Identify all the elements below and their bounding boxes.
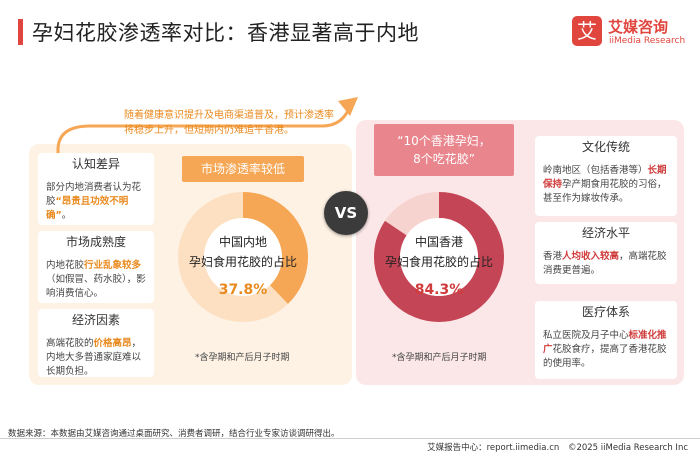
mainland-tag: 市场渗透率较低 xyxy=(182,156,304,182)
vs-badge: VS xyxy=(324,191,368,235)
title-accent-bar xyxy=(18,19,23,45)
factor-card-healthcare: 医疗体系 私立医院及月子中心标准化推广花胶食疗，提高了香港花胶的使用率。 xyxy=(535,301,677,379)
factor-card-economic-level: 经济水平 香港人均收入较高，高端花胶消费更普遍。 xyxy=(535,222,677,284)
factor-text: 香港人均收入较高，高端花胶消费更普遍。 xyxy=(543,251,667,276)
factor-card-culture: 文化传统 岭南地区（包括香港等）长期保持孕产期食用花胶的习俗，甚至作为嫁妆传承。 xyxy=(535,136,677,216)
factor-heading: 市场成熟度 xyxy=(65,235,126,249)
footer-copyright: ©2025 iiMedia Research Inc xyxy=(567,443,688,453)
mainland-footnote: *含孕期和产后月子时期 xyxy=(195,353,290,363)
trend-note: 随着健康意识提升及电商渠道普及，预计渗透率将稳步上升，但短期内仍难追平香港。 xyxy=(124,110,334,136)
hongkong-chart-label: 中国香港 孕妇食用花胶的占比 84.3% xyxy=(372,232,506,300)
factor-text: 内地花胶行业乱象较多（如假冒、药水胶），影响消费信心。 xyxy=(46,260,146,299)
factor-heading: 经济因素 xyxy=(71,313,120,327)
page-title: 孕妇花胶渗透率对比：香港显著高于内地 xyxy=(32,21,419,45)
data-source: 数据来源：本数据由艾媒咨询通过桌面研究、消费者调研，结合行业专家访谈调研得出。 xyxy=(8,429,340,439)
logo-name-cn: 艾媒咨询 xyxy=(608,18,669,36)
logo-name-en: iiMedia Research xyxy=(609,36,686,46)
factor-card-market-maturity: 市场成熟度 内地花胶行业乱象较多（如假冒、药水胶），影响消费信心。 xyxy=(38,231,154,303)
footer: 艾媒报告中心：report.iimedia.cn ©2025 iiMedia R… xyxy=(421,441,688,453)
brand-logo: 艾 艾媒咨询 iiMedia Research xyxy=(572,14,692,52)
factor-card-economy: 经济因素 高端花胶的价格高昂，内地大多普通家庭难以长期负担。 xyxy=(38,309,154,377)
footer-divider xyxy=(0,438,700,439)
mainland-donut-arc xyxy=(178,192,308,322)
factor-heading: 文化传统 xyxy=(581,140,630,154)
factor-heading: 医疗体系 xyxy=(581,305,630,319)
hongkong-percent: 84.3% xyxy=(414,282,464,298)
factor-text: 部分内地消费者认为花胶“昂贵且功效不明确”。 xyxy=(46,182,142,221)
footer-report-center: 艾媒报告中心：report.iimedia.cn xyxy=(427,443,560,453)
factor-text: 私立医院及月子中心标准化推广花胶食疗，提高了香港花胶的使用率。 xyxy=(543,330,667,369)
hongkong-donut-arc xyxy=(374,192,504,322)
hongkong-donut-chart xyxy=(374,192,504,322)
mainland-chart-label: 中国内地 孕妇食用花胶的占比 37.8% xyxy=(176,232,310,300)
factor-text: 岭南地区（包括香港等）长期保持孕产期食用花胶的习俗，甚至作为嫁妆传承。 xyxy=(543,165,667,204)
factor-heading: 认知差异 xyxy=(71,157,120,171)
hongkong-footnote: *含孕期和产后月子时期 xyxy=(392,353,487,363)
factor-text: 高端花胶的价格高昂，内地大多普通家庭难以长期负担。 xyxy=(46,338,142,377)
hongkong-tag: “10个香港孕妇， 8个吃花胶” xyxy=(374,124,514,176)
logo-mark-icon: 艾 xyxy=(572,16,602,46)
factor-heading: 经济水平 xyxy=(581,226,630,240)
mainland-donut-chart xyxy=(178,192,308,322)
factor-card-cognition: 认知差异 部分内地消费者认为花胶“昂贵且功效不明确”。 xyxy=(38,153,154,225)
mainland-percent: 37.8% xyxy=(218,282,268,298)
